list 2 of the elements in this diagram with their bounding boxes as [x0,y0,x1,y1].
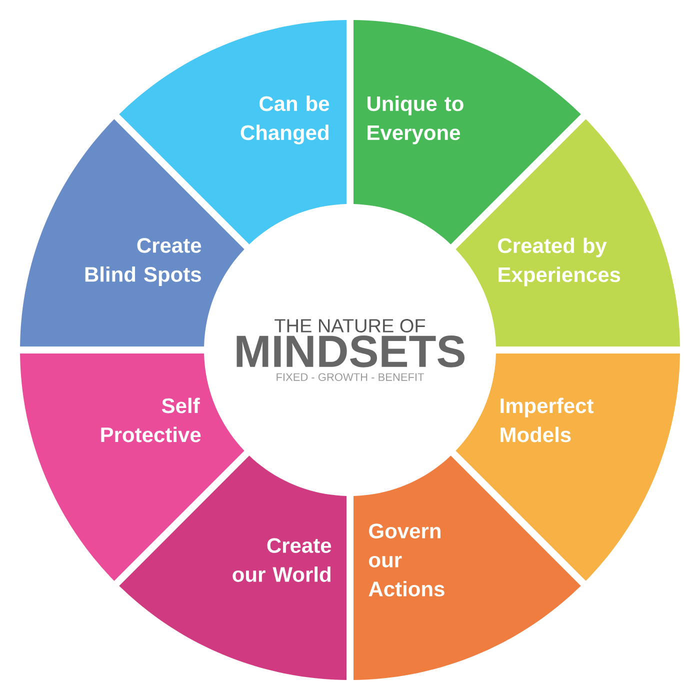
wheel-segment: Create our World [119,456,346,680]
wheel-segment: Govern our Actions [354,456,581,680]
